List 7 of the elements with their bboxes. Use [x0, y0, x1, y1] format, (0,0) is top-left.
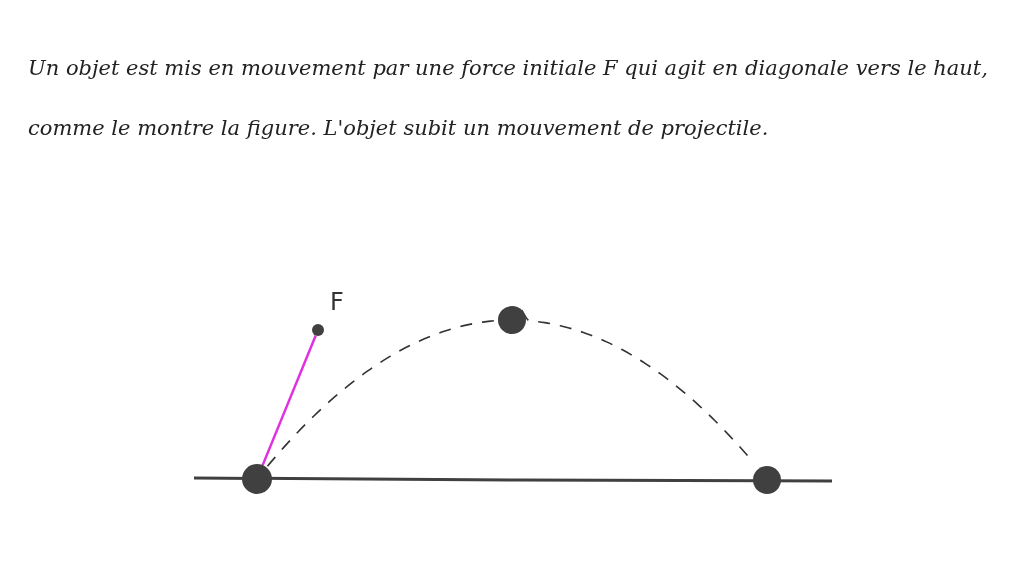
ball [242, 464, 272, 494]
ball [753, 466, 781, 494]
force-line [261, 335, 317, 466]
ball [498, 306, 526, 334]
problem-statement: Un objet est mis en mouvement par une force initiale F qui agit en diagonale vers le haut, comme le montre la figure. L'objet subit un mouvement de projectile. [28, 55, 988, 142]
force-label: F [330, 288, 344, 316]
force-endpoint-dot [312, 324, 324, 336]
